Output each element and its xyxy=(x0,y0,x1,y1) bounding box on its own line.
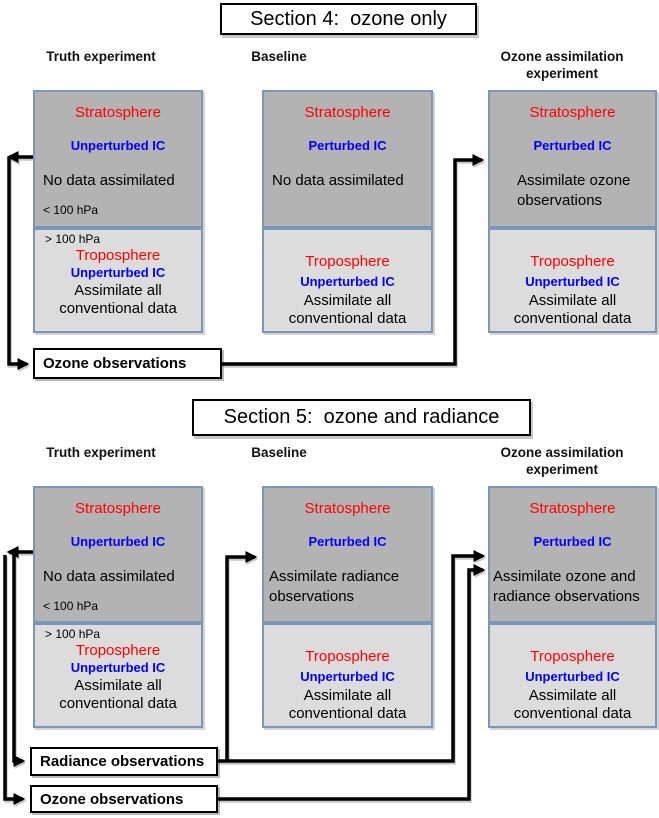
arrow-s4-ozone-obs-to-assim xyxy=(222,154,485,366)
strat-body-text: Assimilate radiance observations xyxy=(269,568,400,605)
hpa-label: > 100 hPa xyxy=(45,232,101,246)
arrow-s5-ozone-to-assim xyxy=(218,564,486,801)
ic-label: Unperturbed IC xyxy=(70,265,166,280)
s5-ozone-observations-box: Ozone observations xyxy=(30,785,218,813)
s5-header-truth: Truth experiment xyxy=(46,445,156,460)
troposphere-label: Troposphere xyxy=(530,648,615,665)
troposphere-label: Troposphere xyxy=(530,253,615,270)
s4-truth-troposphere-box: > 100 hPa Troposphere Unperturbed IC Ass… xyxy=(33,228,203,333)
arrow-s4-into-ozone-obs xyxy=(7,157,30,370)
section-5-title: Section 5: ozone and radiance xyxy=(223,406,500,428)
strat-body-text: No data assimilated xyxy=(272,172,404,189)
observation-label: Ozone observations xyxy=(43,355,187,372)
strat-body-text: No data assimilated xyxy=(43,172,175,189)
s4-truth-stratosphere-box: Stratosphere Unperturbed IC No data assi… xyxy=(33,90,203,228)
s5-header-ozone-assim: Ozone assimilation experiment xyxy=(500,445,624,477)
ic-label: Perturbed IC xyxy=(533,534,612,549)
s5-truth-troposphere-box: > 100 hPa Troposphere Unperturbed IC Ass… xyxy=(33,623,203,728)
ic-label: Perturbed IC xyxy=(533,138,612,153)
stratosphere-label: Stratosphere xyxy=(304,104,391,121)
strat-body-text: No data assimilated xyxy=(43,568,175,585)
hpa-label: < 100 hPa xyxy=(43,203,99,217)
strat-body-text: Assimilate ozone and radiance observatio… xyxy=(493,568,640,605)
hpa-label: < 100 hPa xyxy=(43,599,99,613)
stratosphere-label: Stratosphere xyxy=(75,500,161,517)
s5-assim-stratosphere-box: Stratosphere Perturbed IC Assimilate ozo… xyxy=(488,486,657,623)
trop-body-text: Assimilate all conventional data xyxy=(59,282,177,317)
s4-baseline-stratosphere-box: Stratosphere Perturbed IC No data assimi… xyxy=(262,90,433,228)
troposphere-label: Troposphere xyxy=(305,648,390,665)
trop-body-text: Assimilate all conventional data xyxy=(288,292,407,327)
troposphere-label: Troposphere xyxy=(305,253,390,270)
section-4-title: Section 4: ozone only xyxy=(250,7,447,30)
ic-label: Perturbed IC xyxy=(308,138,387,153)
s4-baseline-troposphere-box: Troposphere Unperturbed IC Assimilate al… xyxy=(262,228,433,333)
ic-label: Unperturbed IC xyxy=(70,534,166,549)
observation-label: Radiance observations xyxy=(40,753,205,770)
s4-assim-troposphere-box: Troposphere Unperturbed IC Assimilate al… xyxy=(488,228,657,333)
ic-label: Unperturbed IC xyxy=(70,138,166,153)
hpa-label: > 100 hPa xyxy=(45,627,101,641)
ic-label: Unperturbed IC xyxy=(300,669,395,684)
s5-assim-troposphere-box: Troposphere Unperturbed IC Assimilate al… xyxy=(488,623,657,728)
s5-header-baseline: Baseline xyxy=(251,445,307,460)
ic-label: Unperturbed IC xyxy=(525,669,620,684)
s4-assim-stratosphere-box: Stratosphere Perturbed IC Assimilate ozo… xyxy=(488,90,657,228)
arrow-s5-into-ozone-obs xyxy=(3,555,26,805)
section-5-title-box: Section 5: ozone and radiance xyxy=(192,399,531,436)
arrow-s5-into-radiance-obs xyxy=(12,552,26,767)
ic-label: Unperturbed IC xyxy=(70,660,166,675)
arrow-s5-radiance-to-assim xyxy=(218,550,486,763)
strat-body-text: Assimilate ozone observations xyxy=(517,172,631,209)
stratosphere-label: Stratosphere xyxy=(75,104,161,121)
troposphere-label: Troposphere xyxy=(75,642,161,659)
stratosphere-label: Stratosphere xyxy=(529,500,616,517)
trop-body-text: Assimilate all conventional data xyxy=(59,677,177,712)
s5-radiance-observations-box: Radiance observations xyxy=(30,747,218,776)
section-4-title-box: Section 4: ozone only xyxy=(220,3,477,35)
stratosphere-label: Stratosphere xyxy=(304,500,391,517)
observation-label: Ozone observations xyxy=(40,790,184,808)
troposphere-label: Troposphere xyxy=(75,247,161,264)
s4-header-ozone-assim: Ozone assimilation experiment xyxy=(500,49,624,81)
arrow-s5-radiance-to-baseline xyxy=(225,551,258,761)
trop-body-text: Assimilate all conventional data xyxy=(513,687,632,722)
s5-baseline-stratosphere-box: Stratosphere Perturbed IC Assimilate rad… xyxy=(262,486,433,623)
s4-header-truth: Truth experiment xyxy=(46,49,156,64)
s4-header-baseline: Baseline xyxy=(251,49,307,64)
s5-truth-stratosphere-box: Stratosphere Unperturbed IC No data assi… xyxy=(33,486,203,623)
s5-baseline-troposphere-box: Troposphere Unperturbed IC Assimilate al… xyxy=(262,623,433,728)
stratosphere-label: Stratosphere xyxy=(529,104,616,121)
trop-body-text: Assimilate all conventional data xyxy=(288,687,407,722)
ic-label: Unperturbed IC xyxy=(525,274,620,289)
ic-label: Unperturbed IC xyxy=(300,274,395,289)
ic-label: Perturbed IC xyxy=(308,534,387,549)
trop-body-text: Assimilate all conventional data xyxy=(513,292,632,327)
s4-ozone-observations-box: Ozone observations xyxy=(33,348,222,379)
